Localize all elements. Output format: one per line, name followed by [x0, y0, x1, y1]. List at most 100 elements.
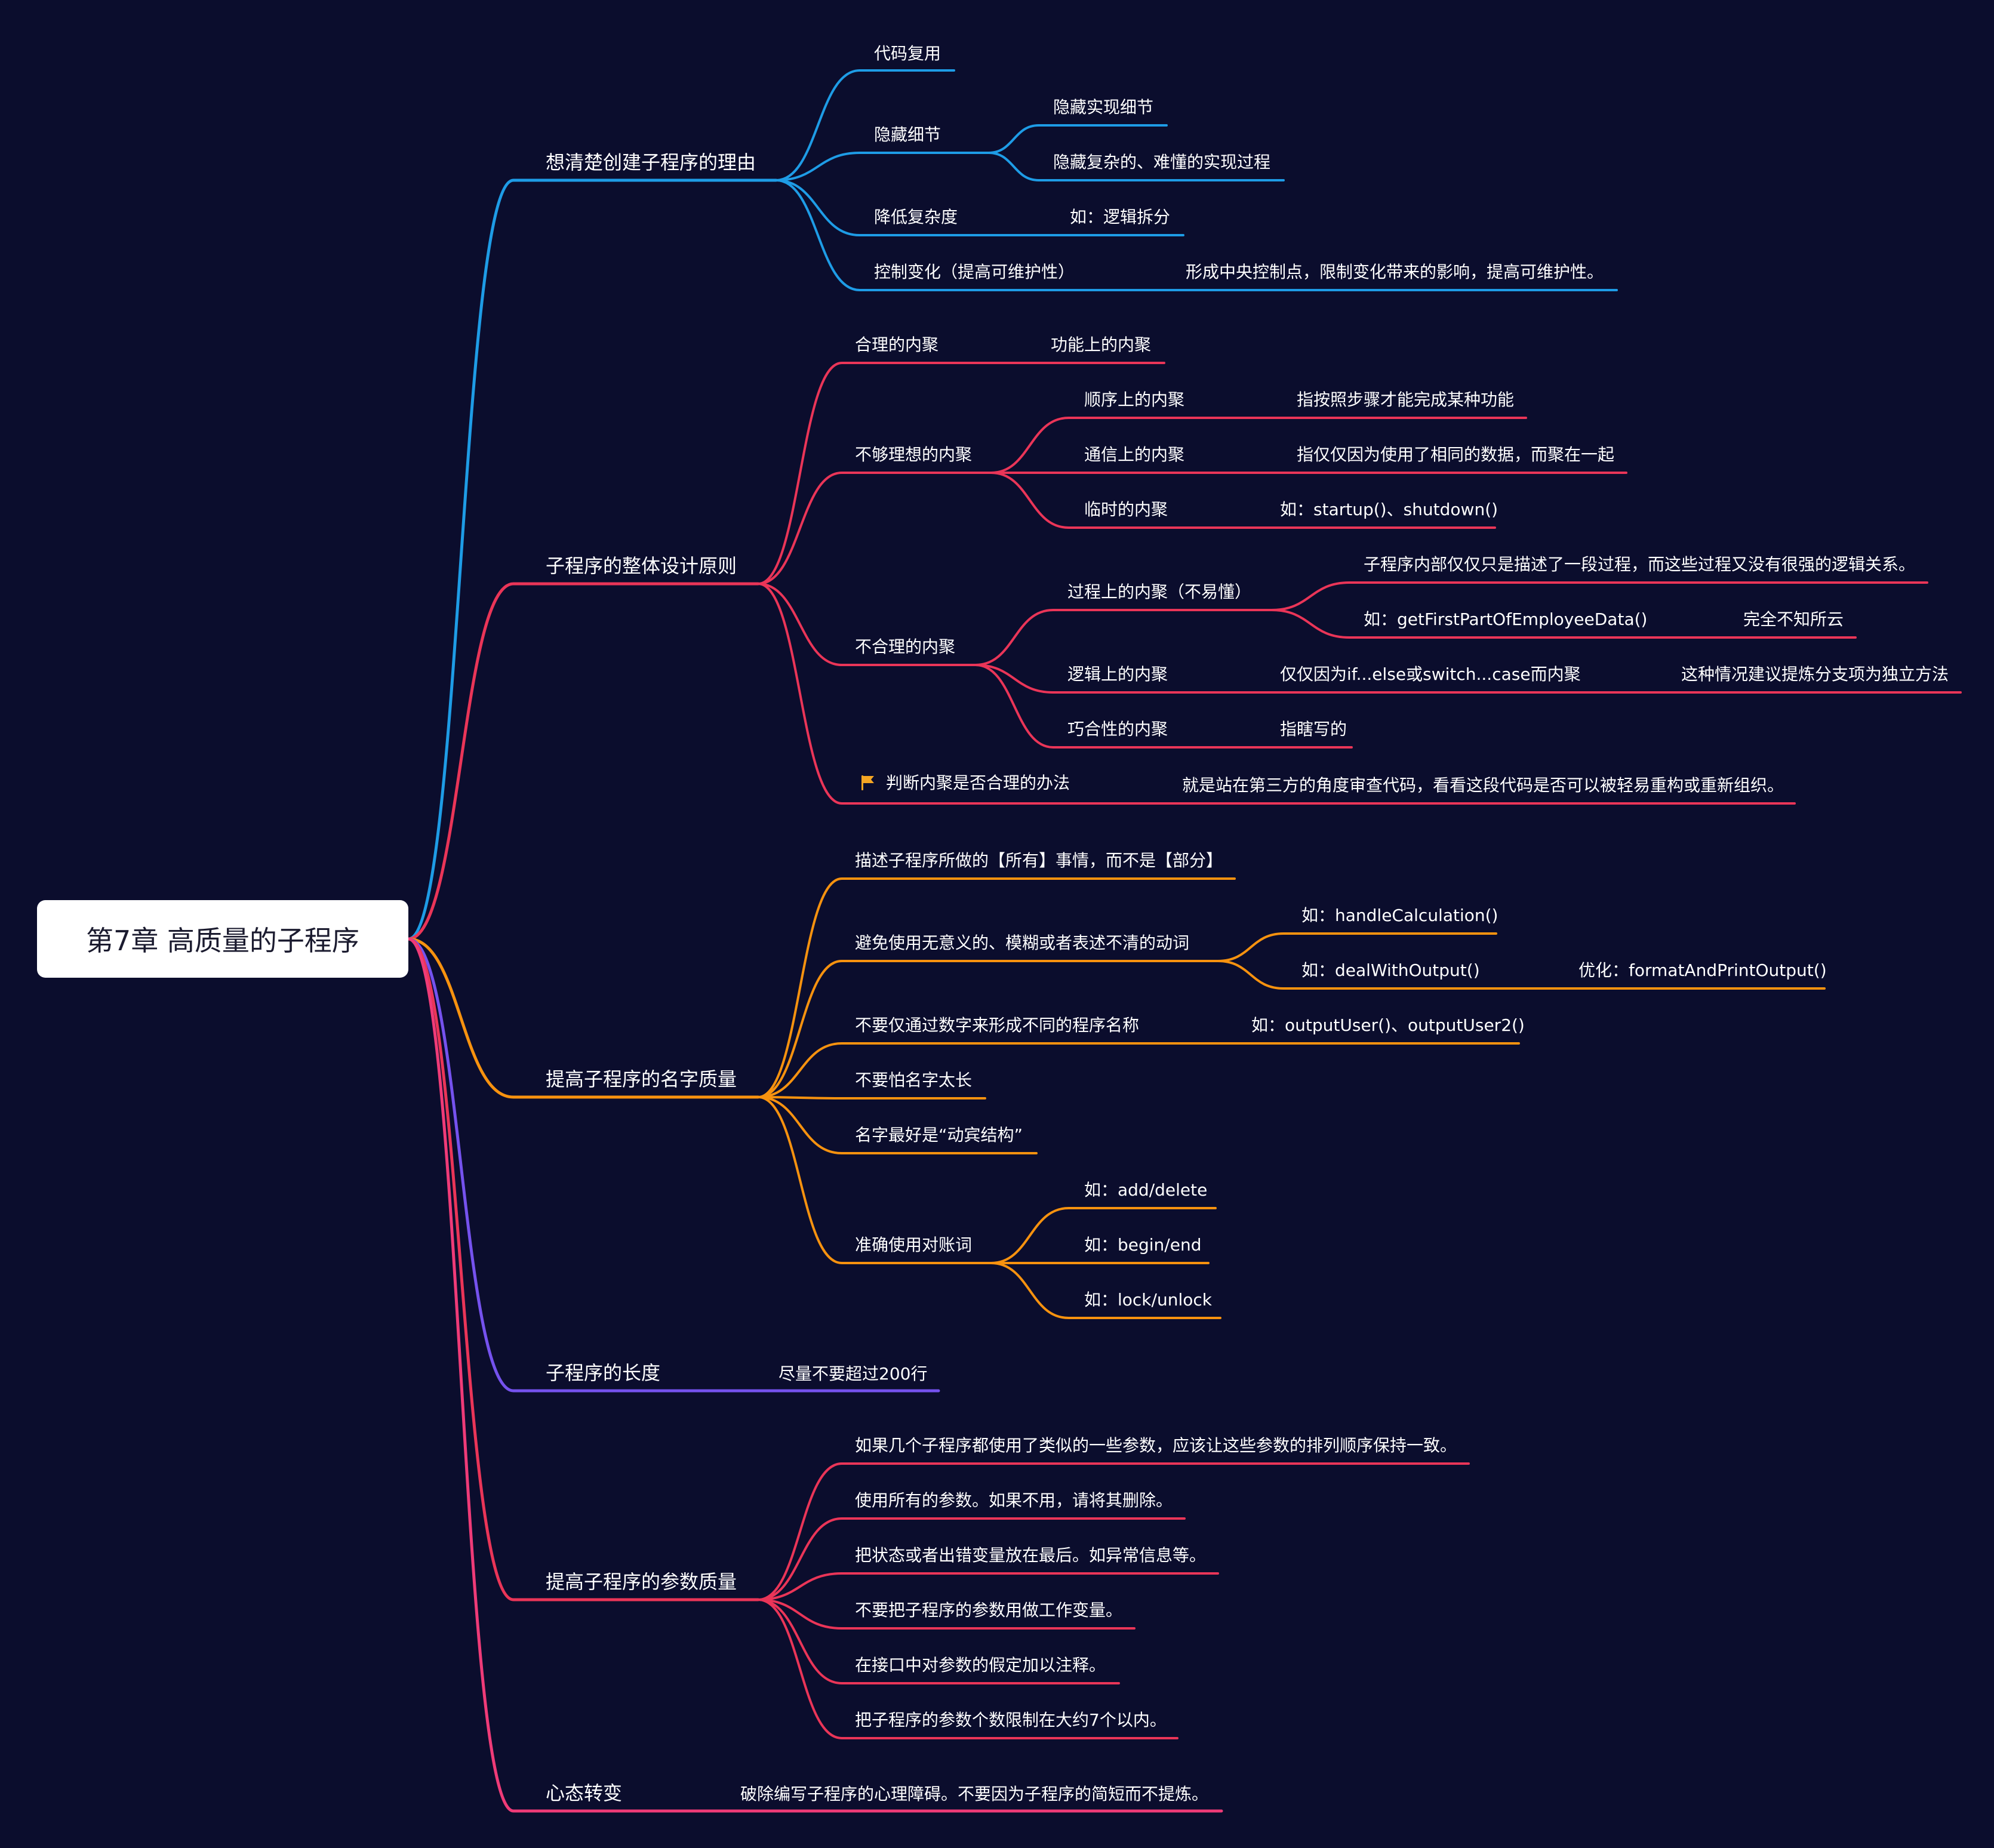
flag-icon [861, 775, 874, 790]
topic-lock-unlock[interactable]: 如：lock/unlock [1084, 1290, 1212, 1310]
topic-handle-calculation[interactable]: 如：handleCalculation() [1301, 905, 1498, 925]
topic-bad-cohesion[interactable]: 不合理的内聚 [855, 637, 956, 657]
connector-branch-design [407, 582, 760, 941]
topic-logical-advice[interactable]: 这种情况建议提炼分支项为独立方法 [1681, 664, 1949, 684]
branch-length[interactable]: 子程序的长度 [546, 1362, 661, 1384]
topic-max-200-lines[interactable]: 尽量不要超过200行 [778, 1364, 928, 1384]
connector-verb-object [757, 1096, 1038, 1154]
topic-verb-object[interactable]: 名字最好是“动宾结构” [855, 1125, 1023, 1145]
topic-procedural-desc[interactable]: 子程序内部仅仅只是描述了一段过程，而这些过程又没有很强的逻辑关系。 [1364, 555, 1916, 574]
connector-handle-calc [1217, 932, 1497, 962]
topic-status-last[interactable]: 把状态或者出错变量放在最后。如异常信息等。 [855, 1545, 1207, 1565]
topic-code-reuse[interactable]: 代码复用 [874, 44, 941, 63]
connector-status-last [757, 1572, 1219, 1601]
connector-hide-complex [987, 152, 1285, 181]
connector-branch-reasons [407, 178, 778, 941]
connector-branch-length [407, 937, 940, 1393]
connector-procedural-example [1270, 609, 1857, 639]
topic-reduce-complexity[interactable]: 降低复杂度 [874, 207, 958, 227]
topic-begin-end[interactable]: 如：begin/end [1084, 1235, 1202, 1255]
topic-logical-desc[interactable]: 仅仅因为if...else或switch...case而内聚 [1280, 664, 1581, 684]
topic-hide-complex-process[interactable]: 隐藏复杂的、难懂的实现过程 [1053, 152, 1271, 172]
topic-no-number-names[interactable]: 不要仅通过数字来形成不同的程序名称 [855, 1015, 1140, 1035]
root-node[interactable]: 第7章 高质量的子程序 [37, 900, 408, 978]
connector-cohesion-check [757, 583, 1796, 805]
topic-procedural-cohesion[interactable]: 过程上的内聚（不易懂） [1067, 582, 1252, 602]
topic-coincidental-desc[interactable]: 指瞎写的 [1280, 719, 1347, 739]
connector-hide-impl [987, 124, 1168, 154]
connector-procedural-desc [1270, 581, 1928, 611]
connector-antonyms [757, 1096, 992, 1264]
topic-document-assumptions[interactable]: 在接口中对参数的假定加以注释。 [855, 1655, 1106, 1675]
topic-coincidental-cohesion[interactable]: 巧合性的内聚 [1067, 719, 1168, 739]
topic-procedural-example[interactable]: 如：getFirstPartOfEmployeeData() [1364, 609, 1648, 629]
branch-naming[interactable]: 提高子程序的名字质量 [546, 1068, 737, 1091]
branch-design-principles[interactable]: 子程序的整体设计原则 [546, 555, 737, 577]
topic-weak-cohesion[interactable]: 不够理想的内聚 [855, 445, 973, 464]
topic-sequential-desc[interactable]: 指按照步骤才能完成某种功能 [1297, 390, 1515, 409]
connector-good-cohesion [757, 362, 1165, 585]
connector-control-change [775, 179, 1618, 291]
connector-coincidental [974, 664, 1353, 749]
topic-temporal-desc[interactable]: 如：startup()、shutdown() [1280, 500, 1498, 519]
topic-cohesion-check[interactable]: 判断内聚是否合理的办法 [886, 773, 1070, 793]
topic-output-user[interactable]: 如：outputUser()、outputUser2() [1251, 1015, 1525, 1035]
connector-no-working [757, 1598, 1136, 1630]
topic-mindset-desc[interactable]: 破除编写子程序的心理障碍。不要因为子程序的简短而不提炼。 [740, 1784, 1209, 1804]
branch-parameters[interactable]: 提高子程序的参数质量 [546, 1570, 737, 1593]
topic-functional-cohesion[interactable]: 功能上的内聚 [1051, 335, 1152, 355]
topic-hide-implementation[interactable]: 隐藏实现细节 [1053, 97, 1154, 117]
connector-avoid-vague [757, 960, 1219, 1098]
topic-procedural-comment[interactable]: 完全不知所云 [1743, 609, 1844, 629]
connector-branch-naming [407, 937, 760, 1099]
connector-no-numbers [757, 1042, 1520, 1098]
topic-control-change[interactable]: 控制变化（提高可维护性） [874, 262, 1075, 282]
connector-lock-unlock [990, 1262, 1221, 1319]
connector-branch-mindset [407, 937, 1223, 1813]
root-label: 第7章 高质量的子程序 [86, 925, 359, 957]
topic-param-order[interactable]: 如果几个子程序都使用了类似的一些参数，应该让这些参数的排列顺序保持一致。 [855, 1436, 1457, 1455]
connector-weak-cohesion [757, 472, 992, 585]
connector-add-delete [990, 1207, 1217, 1264]
connector-logical [974, 664, 1962, 694]
topic-antonyms[interactable]: 准确使用对账词 [855, 1235, 973, 1255]
topic-add-delete[interactable]: 如：add/delete [1084, 1180, 1208, 1200]
topic-logical-cohesion[interactable]: 逻辑上的内聚 [1067, 664, 1168, 684]
topic-logic-split[interactable]: 如：逻辑拆分 [1070, 207, 1171, 227]
topic-sequential-cohesion[interactable]: 顺序上的内聚 [1084, 390, 1185, 409]
connector-limit-seven [757, 1598, 1178, 1739]
topic-use-all-params[interactable]: 使用所有的参数。如果不用，请将其删除。 [855, 1490, 1173, 1510]
topic-limit-seven[interactable]: 把子程序的参数个数限制在大约7个以内。 [855, 1710, 1167, 1730]
connector-doc-assumptions [757, 1598, 1120, 1684]
connector-branch-parameters [407, 937, 760, 1601]
connector-bad-cohesion [757, 583, 977, 666]
topic-communicational-desc[interactable]: 指仅仅因为使用了相同的数据，而聚在一起 [1297, 445, 1615, 464]
topic-avoid-vague-verbs[interactable]: 避免使用无意义的、模糊或者表述不清的动词 [855, 933, 1190, 953]
connector-reduce-complexity [775, 179, 1184, 236]
connector-temporal [990, 472, 1496, 529]
connector-deal-output [1217, 960, 1826, 990]
connector-use-all [757, 1517, 1186, 1601]
connector-hide-details [775, 152, 990, 181]
connector-procedural [974, 609, 1273, 666]
topic-describe-all[interactable]: 描述子程序所做的【所有】事情，而不是【部分】 [855, 851, 1223, 870]
topic-format-and-print[interactable]: 优化：formatAndPrintOutput() [1578, 960, 1827, 980]
topic-communicational-cohesion[interactable]: 通信上的内聚 [1084, 445, 1185, 464]
connector-param-order [757, 1462, 1470, 1601]
topic-cohesion-check-desc[interactable]: 就是站在第三方的角度审查代码，看看这段代码是否可以被轻易重构或重新组织。 [1182, 775, 1784, 795]
connector-code-reuse [775, 69, 955, 181]
connector-long-names [757, 1096, 986, 1099]
branch-reasons[interactable]: 想清楚创建子程序的理由 [546, 151, 756, 174]
connector-describe-all [757, 877, 1236, 1098]
topic-central-control[interactable]: 形成中央控制点，限制变化带来的影响，提高可维护性。 [1186, 262, 1604, 282]
branch-mindset[interactable]: 心态转变 [546, 1782, 623, 1804]
topic-long-names[interactable]: 不要怕名字太长 [855, 1070, 973, 1090]
topic-no-working-vars[interactable]: 不要把子程序的参数用做工作变量。 [855, 1600, 1123, 1620]
connector-sequential [990, 417, 1527, 474]
topic-temporal-cohesion[interactable]: 临时的内聚 [1084, 500, 1168, 519]
topic-good-cohesion[interactable]: 合理的内聚 [855, 335, 939, 355]
topic-hide-details[interactable]: 隐藏细节 [874, 125, 941, 144]
topic-deal-with-output[interactable]: 如：dealWithOutput() [1301, 960, 1480, 980]
